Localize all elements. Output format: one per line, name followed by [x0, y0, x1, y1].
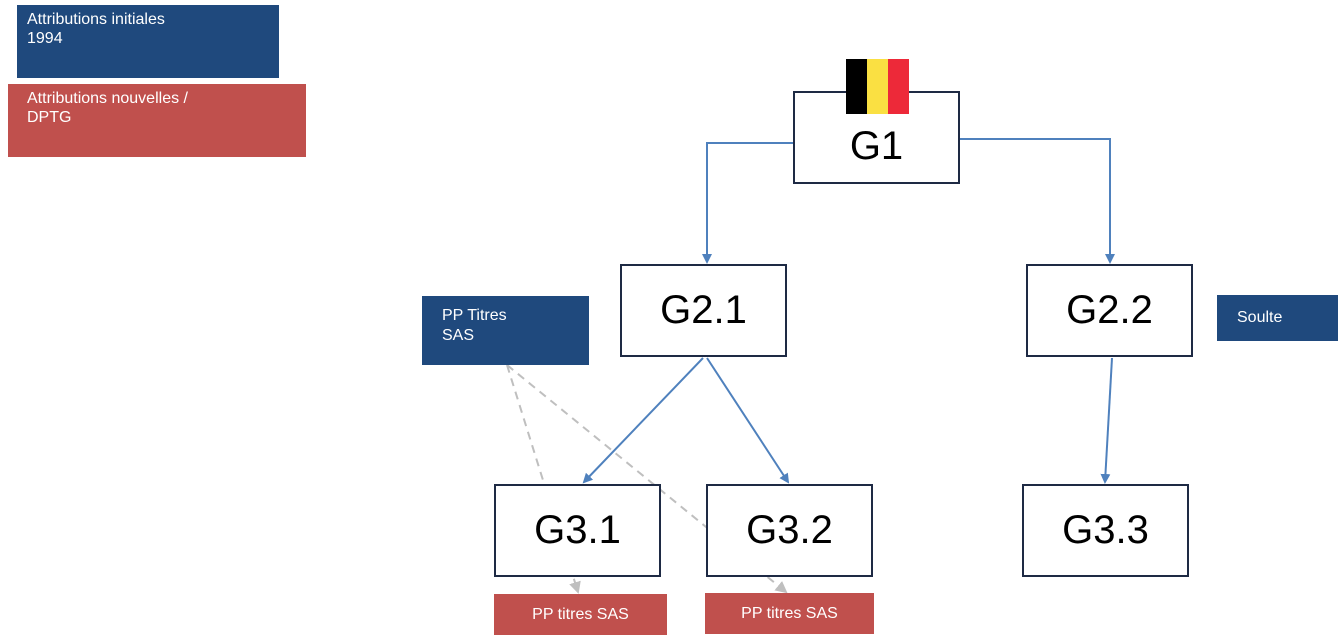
flag-stripe-red: [888, 59, 909, 114]
edge-g1-g22: [960, 138, 1115, 264]
legend-initial-line1: Attributions initiales: [27, 11, 165, 28]
legend-initial-line2: 1994: [27, 30, 63, 47]
tag-pp-titres-sas-new-2: PP titres SAS: [705, 593, 874, 634]
node-g2-2: G2.2: [1026, 264, 1193, 357]
tag-pp-titres-line1: PP Titres: [442, 307, 507, 324]
legend-initial-attributions: Attributions initiales 1994: [17, 5, 279, 78]
tag-soulte: Soulte: [1217, 295, 1338, 341]
tag-soulte-label: Soulte: [1237, 309, 1283, 326]
flag-stripe-black: [846, 59, 867, 114]
edge-g22-g33: [1100, 357, 1113, 484]
tag-pp-titres-sas: PP Titres SAS: [422, 296, 589, 365]
tag-pp-titres-line2: SAS: [442, 327, 475, 344]
node-g2-1: G2.1: [620, 264, 787, 357]
tag-pp-titres-sas-new-1: PP titres SAS: [494, 594, 667, 635]
legend-new-line1: Attributions nouvelles /: [27, 90, 188, 107]
flag-stripe-yellow: [867, 59, 888, 114]
node-g2-2-label: G2.2: [1066, 288, 1153, 332]
belgian-flag-icon: [846, 59, 909, 114]
node-g1-label: G1: [849, 124, 904, 168]
edge-g1-g21: [702, 142, 793, 264]
node-g3-1: G3.1: [494, 484, 661, 577]
node-g2-1-label: G2.1: [660, 288, 747, 332]
legend-new-line2: DPTG: [27, 109, 72, 126]
node-g3-1-label: G3.1: [534, 508, 621, 552]
tag-pp-sas-1-label: PP titres SAS: [532, 605, 629, 623]
node-g3-2: G3.2: [706, 484, 873, 577]
node-g3-3-label: G3.3: [1062, 508, 1149, 552]
tag-pp-sas-2-label: PP titres SAS: [741, 604, 838, 622]
node-g3-3: G3.3: [1022, 484, 1189, 577]
edge-g21-g31: [582, 357, 704, 484]
edge-g21-g32: [706, 357, 790, 484]
node-g3-2-label: G3.2: [746, 508, 833, 552]
legend-new-attributions: Attributions nouvelles / DPTG: [8, 84, 306, 157]
